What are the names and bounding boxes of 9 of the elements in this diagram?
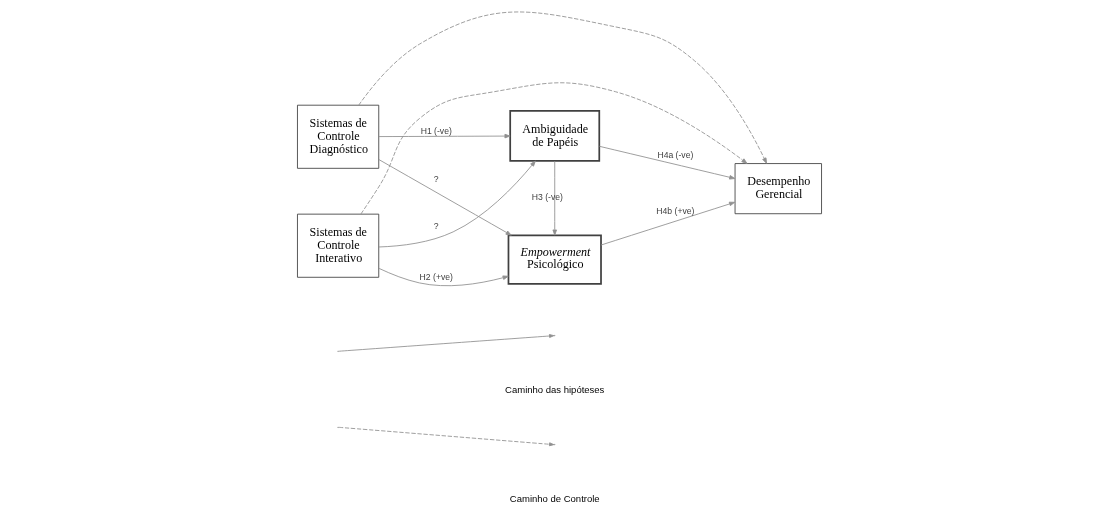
legend-label: Caminho das hipóteses xyxy=(504,383,604,395)
edge-label: H3 (-ve) xyxy=(531,192,563,203)
edge-label: H1 (-ve) xyxy=(420,126,452,137)
edge-label: H4a (-ve) xyxy=(656,150,693,161)
edge-label: ? xyxy=(433,221,439,232)
legend-label: Caminho de Controle xyxy=(509,492,600,504)
edge-label: ? xyxy=(433,173,439,184)
edge-label: H4b (+ve) xyxy=(655,205,694,216)
edge-label: H2 (+ve) xyxy=(419,272,453,283)
